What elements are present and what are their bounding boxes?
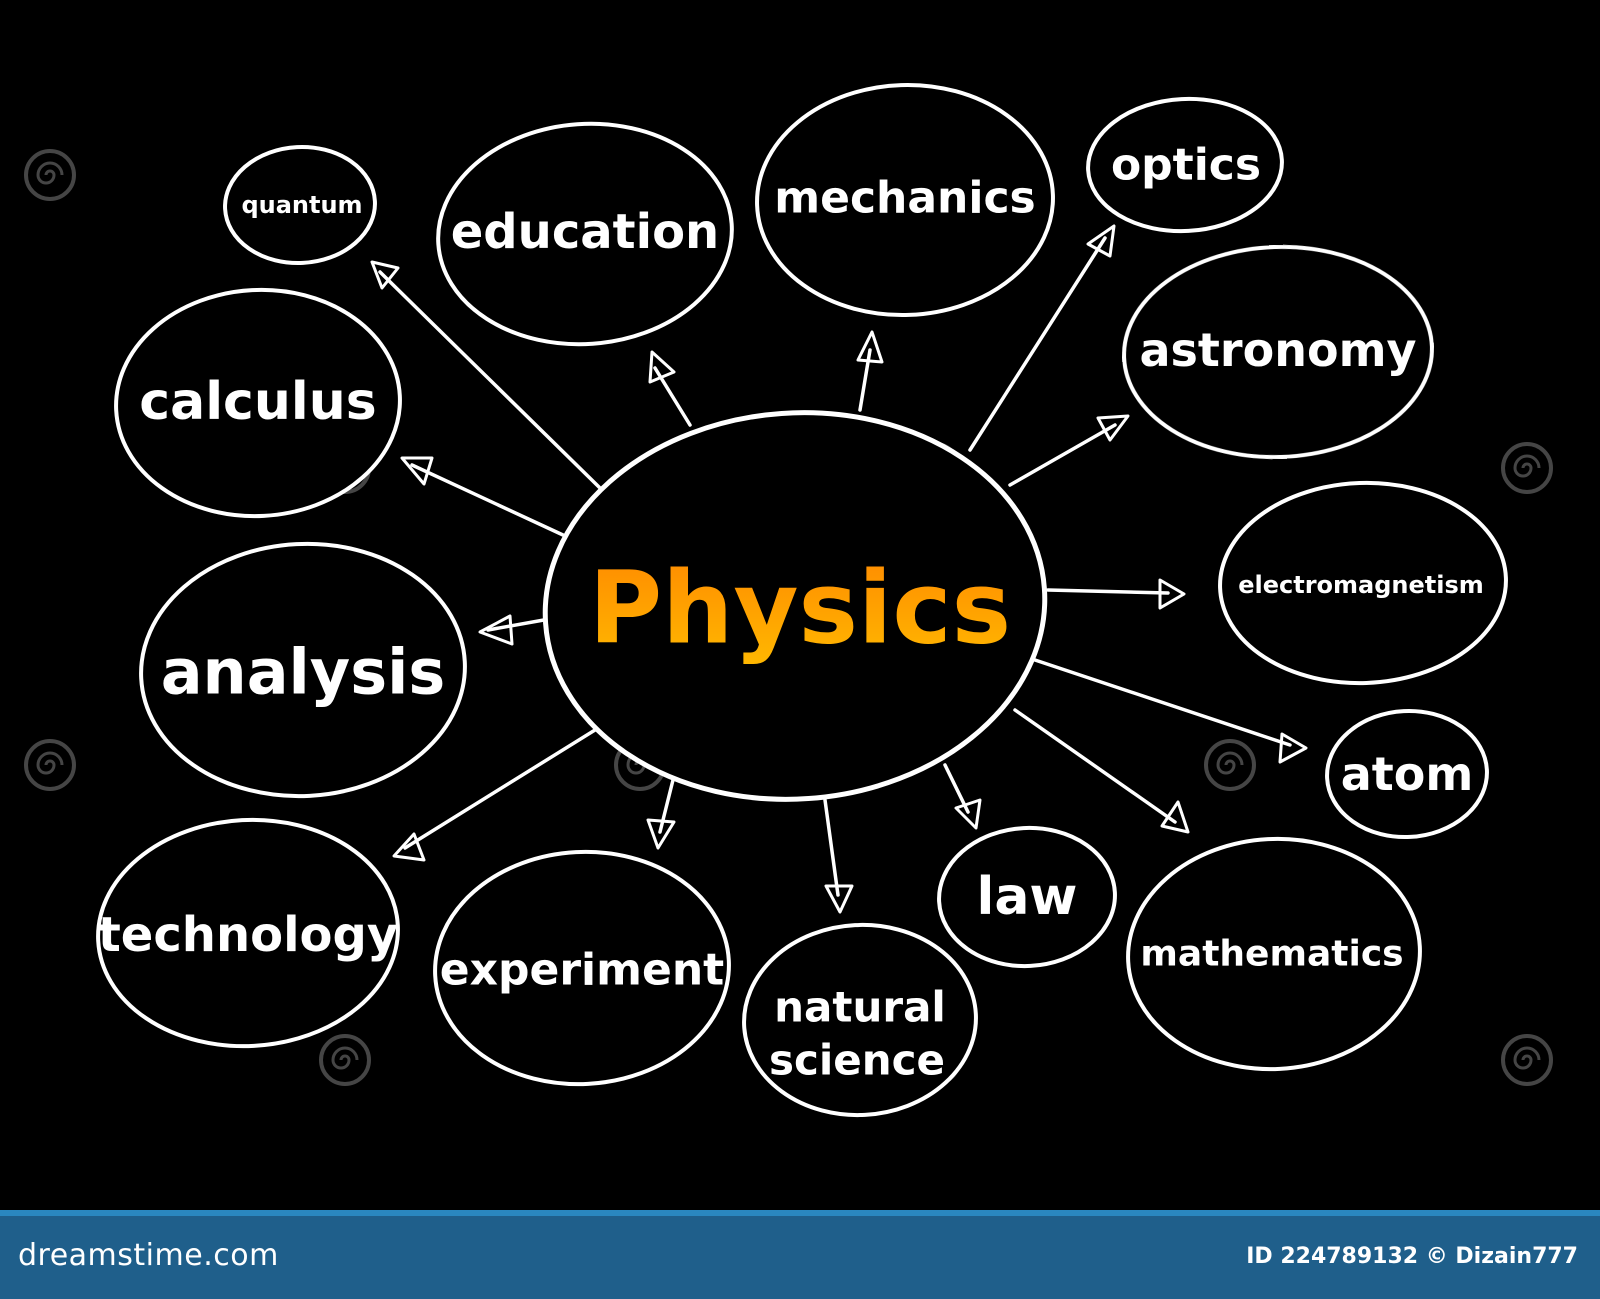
watermark-spiral-icon bbox=[24, 739, 76, 791]
arrowhead-icon bbox=[1096, 414, 1130, 442]
node-optics-label: optics bbox=[1111, 140, 1261, 191]
arrowhead-icon bbox=[1086, 224, 1116, 258]
arrowhead-icon bbox=[1158, 578, 1186, 610]
node-analysis-label: analysis bbox=[161, 636, 446, 709]
center-node-label: Physics bbox=[589, 550, 1011, 667]
node-electromagnetism-label: electromagnetism bbox=[1238, 571, 1484, 599]
node-education-label: education bbox=[451, 204, 719, 260]
arrowhead-icon bbox=[646, 818, 676, 850]
node-analysis-bubble bbox=[139, 541, 467, 799]
diagram-canvas: quantum education mechanics optics astro… bbox=[24, 82, 1553, 1118]
arrowhead-icon bbox=[1278, 732, 1308, 764]
node-optics-bubble bbox=[1086, 96, 1284, 234]
arrowhead-icon bbox=[954, 798, 982, 830]
arrow-calculus bbox=[410, 463, 565, 537]
footer-credit: ID 224789132 © Dizain777 bbox=[1246, 1244, 1578, 1269]
watermark-spiral-icon bbox=[1501, 442, 1553, 494]
node-experiment-label: experiment bbox=[440, 945, 724, 996]
watermark-spiral-icon bbox=[1501, 1034, 1553, 1086]
arrow-astronomy bbox=[1008, 423, 1117, 487]
node-natural-science-bubble bbox=[742, 922, 978, 1118]
footer-logo[interactable]: dreamstime.com bbox=[18, 1238, 279, 1273]
watermark-spiral-icon bbox=[24, 149, 76, 201]
arrowhead-icon bbox=[648, 350, 676, 384]
node-experiment-bubble bbox=[433, 849, 731, 1087]
arrowhead-icon bbox=[1160, 800, 1190, 834]
node-natural-science-label-line1: natural bbox=[774, 983, 946, 1032]
node-law-label: law bbox=[977, 867, 1078, 927]
node-shape-layer bbox=[96, 82, 1508, 1118]
node-electromagnetism-bubble bbox=[1218, 480, 1508, 686]
node-atom-label: atom bbox=[1341, 747, 1474, 801]
watermark-spiral-icon bbox=[1204, 739, 1256, 791]
center-node-bubble bbox=[542, 410, 1048, 802]
arrow-quantum bbox=[378, 270, 602, 490]
arrowhead-icon bbox=[370, 260, 400, 290]
node-law-bubble bbox=[937, 825, 1117, 969]
arrowhead-icon bbox=[400, 456, 434, 486]
mind-map: quantum education mechanics optics astro… bbox=[24, 82, 1553, 1118]
node-technology-bubble bbox=[96, 817, 400, 1049]
node-natural-science-label-line2: science bbox=[769, 1036, 945, 1085]
node-quantum-bubble bbox=[223, 144, 377, 266]
arrow-natural-science bbox=[823, 798, 840, 897]
arrow-electromagnetism bbox=[1046, 588, 1170, 595]
arrowhead-layer bbox=[370, 224, 1308, 914]
arrow-optics bbox=[968, 236, 1107, 452]
node-calculus-label: calculus bbox=[139, 372, 376, 432]
arrow-atom bbox=[1033, 658, 1292, 747]
node-calculus-bubble bbox=[114, 287, 402, 519]
node-mechanics-bubble bbox=[755, 82, 1055, 318]
node-mathematics-bubble bbox=[1126, 836, 1422, 1072]
arrowhead-icon bbox=[856, 330, 884, 364]
footer-bar: dreamstime.com ID 224789132 © Dizain777 bbox=[0, 1210, 1600, 1299]
node-atom-bubble bbox=[1325, 708, 1489, 840]
arrow-technology bbox=[403, 728, 597, 850]
watermark-spiral-icon bbox=[319, 1034, 371, 1086]
node-mathematics-label: mathematics bbox=[1140, 934, 1403, 975]
node-education-bubble bbox=[436, 121, 734, 347]
arrowhead-icon bbox=[478, 614, 514, 646]
arrowhead-icon bbox=[392, 832, 426, 862]
node-technology-label: technology bbox=[98, 907, 398, 963]
node-quantum-label: quantum bbox=[241, 191, 362, 219]
node-mechanics-label: mechanics bbox=[774, 173, 1035, 224]
arrowhead-icon bbox=[824, 884, 854, 914]
arrow-mathematics bbox=[1013, 708, 1177, 824]
node-astronomy-label: astronomy bbox=[1140, 323, 1417, 377]
node-astronomy-bubble bbox=[1122, 244, 1434, 460]
